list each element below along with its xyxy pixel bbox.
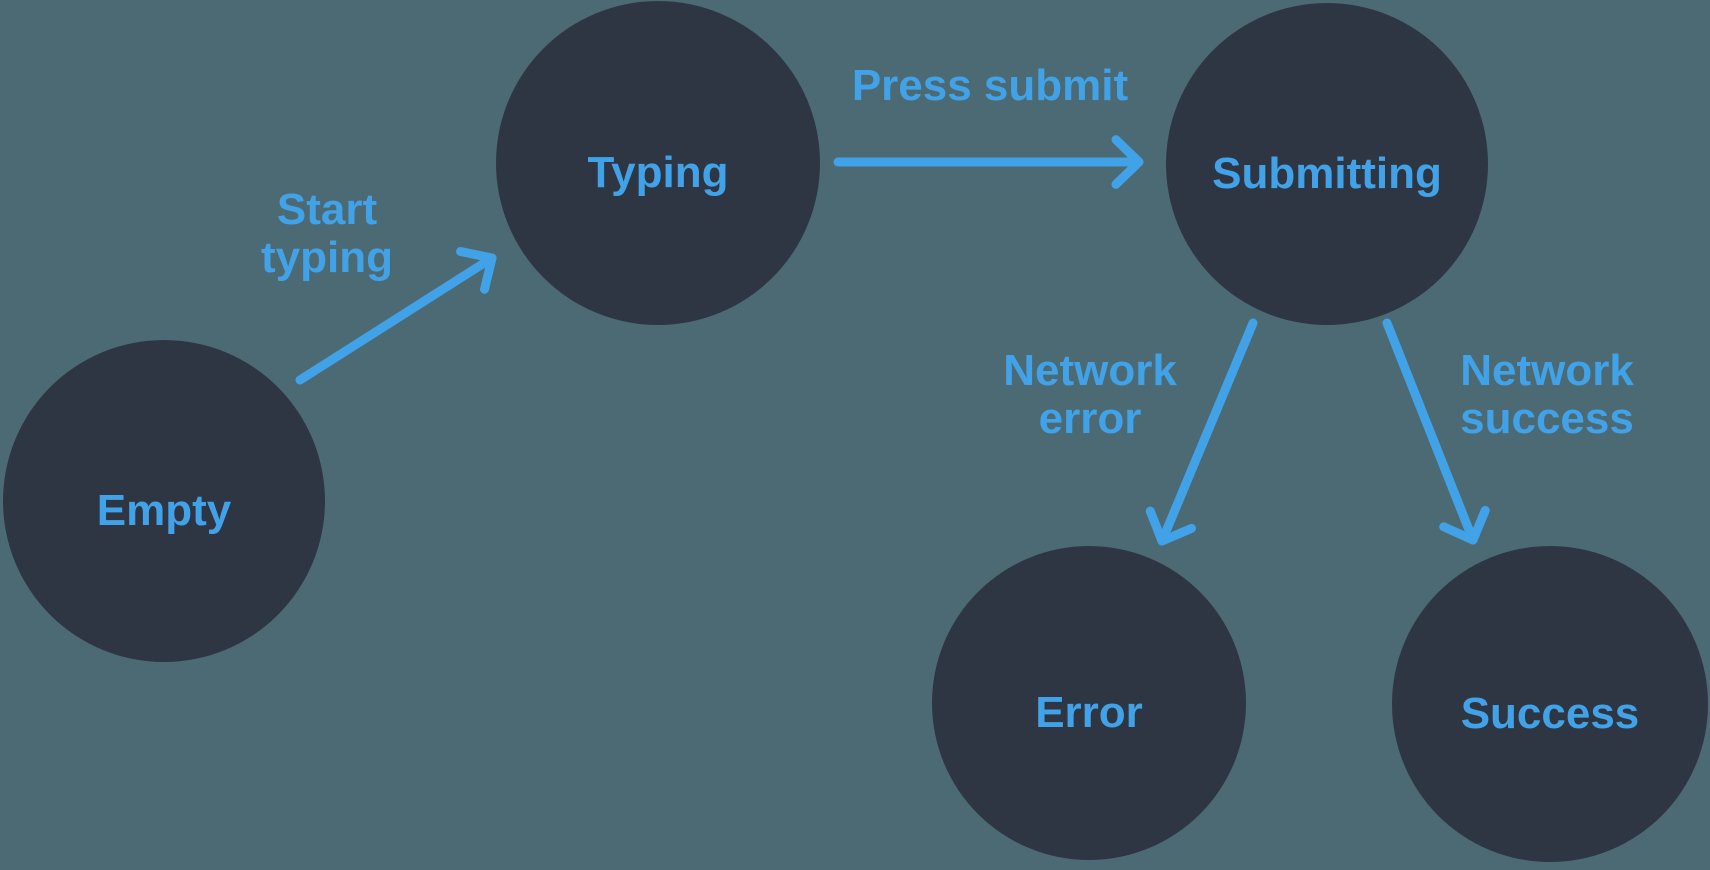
- state-node-error: [932, 546, 1246, 860]
- state-node-submitting: [1166, 3, 1488, 325]
- transition-arrow-submitting-error: [1145, 318, 1258, 546]
- state-nodes: Empty Typing Submitting Error Success: [3, 1, 1708, 862]
- state-node-empty: [3, 340, 325, 662]
- state-label-submitting: Submitting: [1212, 149, 1442, 198]
- transition-label-start-typing-line1: Start: [277, 185, 378, 234]
- transitions: [295, 135, 1490, 546]
- transition-arrow-submitting-success: [1382, 318, 1490, 545]
- state-node-typing: [496, 1, 820, 325]
- state-node-success: [1392, 546, 1708, 862]
- transition-label-start-typing-line2: typing: [261, 233, 393, 282]
- transition-label-network-error-line1: Network: [1003, 346, 1177, 395]
- transition-label-network-success-line1: Network: [1460, 346, 1634, 395]
- transition-label-network-error-line2: error: [1039, 394, 1142, 443]
- transition-labels: Start typing Press submit Network error …: [261, 61, 1634, 443]
- transition-label-press-submit: Press submit: [852, 61, 1129, 110]
- state-label-typing: Typing: [588, 148, 729, 197]
- state-label-success: Success: [1461, 689, 1640, 738]
- state-label-empty: Empty: [97, 486, 232, 535]
- transition-label-network-success-line2: success: [1460, 394, 1634, 443]
- transition-arrow-empty-typing: [295, 247, 497, 385]
- state-label-error: Error: [1035, 688, 1143, 737]
